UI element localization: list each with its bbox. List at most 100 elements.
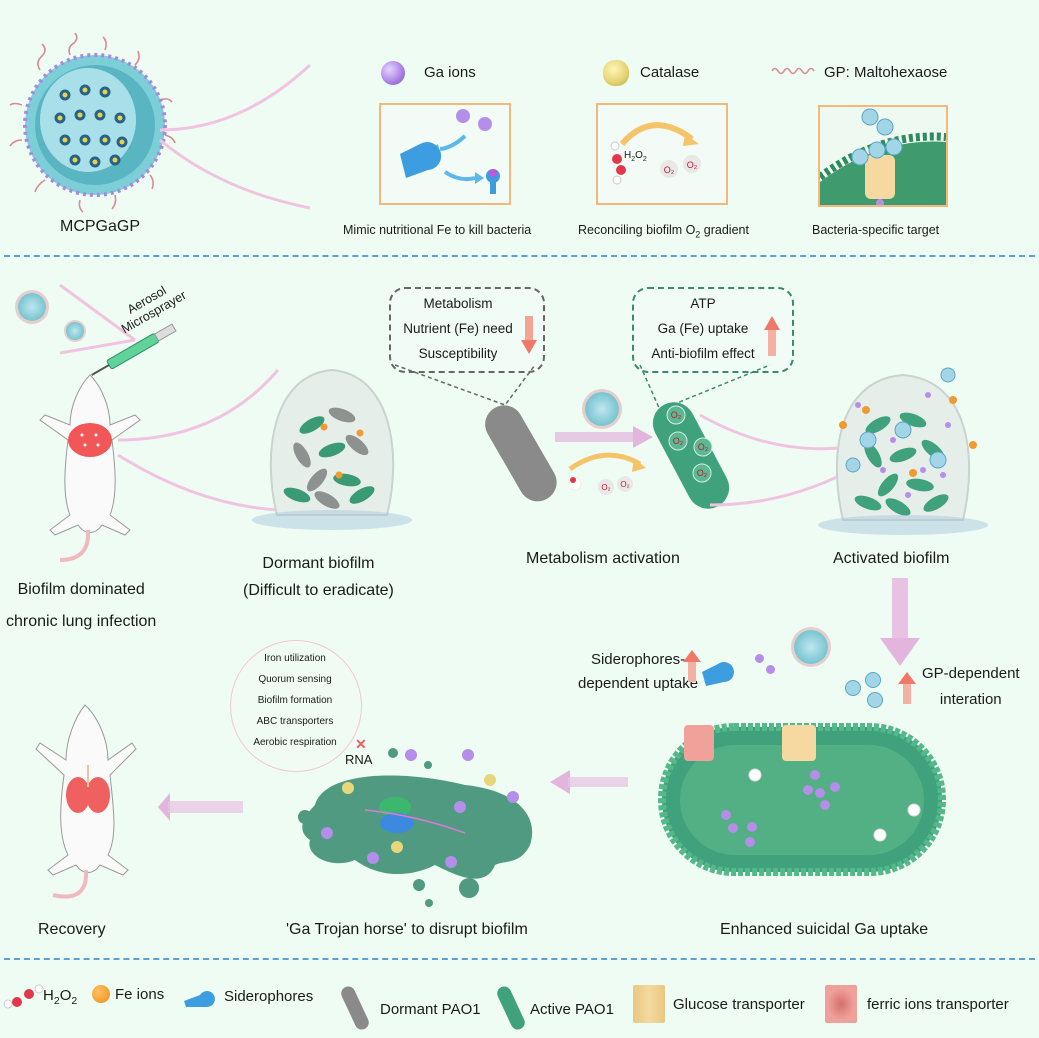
rna-label: RNA: [345, 752, 373, 767]
pathway-item: Quorum sensing: [258, 674, 332, 685]
increase-arrow-icon: [683, 650, 701, 682]
callout-pointer: [394, 364, 536, 406]
mouse-caption: Biofilm dominated chronic lung infection: [6, 574, 156, 638]
nanoparticle-small-icon: [66, 322, 84, 340]
down-arrow-icon: [880, 578, 920, 666]
catalase-icon: [603, 60, 629, 86]
caption-sub: 2: [695, 229, 701, 240]
dormant-bacterium-icon: [485, 405, 557, 502]
h2o2-box-label: H2O2: [624, 150, 647, 163]
connector-lines: [117, 369, 280, 512]
metabolism-activation-caption: Metabolism activation: [526, 550, 680, 567]
active-pao1-icon: [497, 986, 525, 1030]
increase-arrow-icon: [898, 672, 916, 704]
dormant-callout: Metabolism Nutrient (Fe) need Susceptibi…: [389, 287, 545, 373]
zoom-connector: [159, 63, 312, 210]
callout-line: Ga (Fe) uptake: [657, 321, 749, 336]
membrane-transporter-icon: [820, 108, 946, 205]
callout-line: Nutrient (Fe) need: [403, 321, 513, 336]
legend-siderophores: Siderophores: [182, 985, 313, 1008]
legend-label: ferric ions transporter: [867, 995, 1009, 1013]
callout-line: Anti-biofilm effect: [651, 346, 755, 361]
caption-line: Biofilm dominated: [17, 581, 145, 598]
sub: 2: [71, 995, 78, 1007]
callout-line: Metabolism: [423, 296, 493, 311]
decrease-arrow-icon: [521, 316, 537, 354]
glucose-transporter-icon: [633, 985, 665, 1023]
disrupted-bacterium-icon: [298, 748, 533, 907]
legend-ferric: ferric ions transporter: [825, 985, 1009, 1023]
legend-label: Active PAO1: [530, 1000, 614, 1018]
pathway-bubble: [230, 640, 362, 772]
h2o2-molecule-icon: [3, 984, 44, 1009]
label-line: Siderophores-: [590, 651, 686, 668]
pathway-item: Aerobic respiration: [253, 737, 337, 748]
callout-line: ATP: [690, 296, 716, 311]
siderophore-icon: [184, 991, 215, 1008]
left-arrow-icon: [158, 793, 243, 821]
recovery-caption: Recovery: [38, 921, 106, 938]
legend-glucose: Glucose transporter: [633, 985, 805, 1023]
nanoparticle-small-icon: [18, 293, 46, 321]
catalase-legend-label: Catalase: [640, 64, 700, 81]
feature-caption-target: Bacteria-specific target: [812, 223, 940, 237]
activated-biofilm-caption: Activated biofilm: [833, 550, 950, 567]
caption-line: chronic lung infection: [6, 613, 157, 630]
sub: 2: [53, 995, 60, 1007]
caption-line: (Difficult to eradicate): [243, 582, 394, 599]
ga-ion: [766, 665, 775, 674]
label-line: GP-dependent: [922, 665, 1020, 682]
activation-arrow-icon: [555, 426, 653, 448]
dormant-biofilm-icon: [252, 368, 412, 530]
nanoparticle-cluster: [845, 670, 905, 710]
section-divider-top: [4, 255, 1035, 257]
svg-text:O₂: O₂: [671, 410, 682, 420]
section-divider-bottom: [4, 958, 1035, 960]
ferric-transporter-icon: [825, 985, 857, 1023]
siderophore-ga-binding-icon: [400, 109, 500, 194]
maltohexaose-chain-icon: [771, 67, 815, 75]
text: H: [43, 987, 54, 1004]
bacterial-cell-icon: [658, 723, 946, 876]
legend-label: Dormant PAO1: [380, 1000, 481, 1018]
infected-mouse-icon: [39, 374, 141, 562]
aerosol-microsprayer-icon: [91, 323, 177, 376]
legend-label: Fe ions: [115, 985, 165, 1003]
connector-lines: [59, 283, 136, 355]
label-line: dependent uptake: [578, 675, 699, 692]
text: O: [59, 987, 72, 1004]
ga-ions-legend-label: Ga ions: [424, 64, 476, 81]
callout-line: Susceptibility: [418, 346, 498, 361]
activated-biofilm-icon: [818, 367, 988, 535]
dormant-pao1-icon: [341, 986, 369, 1030]
caption-text: Reconciling biofilm O: [578, 223, 696, 237]
increase-arrow-icon: [764, 316, 780, 356]
pathway-item: Biofilm formation: [257, 695, 333, 706]
gp-dependent-label: GP-dependent interation: [922, 661, 1020, 713]
caption-text: gradient: [700, 223, 749, 237]
pathway-list: Iron utilization Quorum sensing Biofilm …: [232, 648, 358, 753]
nanoparticle-small-icon: [585, 392, 619, 426]
legend-h2o2: H2O2: [3, 984, 78, 1009]
nanoparticle-label: MCPGaGP: [60, 218, 141, 235]
catalase-arrow-icon: [568, 452, 646, 472]
legend-label: Glucose transporter: [673, 995, 805, 1013]
svg-text:O₂: O₂: [601, 483, 610, 492]
label-line: interation: [939, 691, 1002, 708]
fe-ion-icon: [92, 985, 110, 1003]
dormant-biofilm-caption: Dormant biofilm (Difficult to eradicate): [243, 550, 394, 604]
svg-text:O₂: O₂: [673, 436, 684, 446]
svg-text:O₂: O₂: [697, 468, 708, 478]
legend-active: Active PAO1: [496, 985, 614, 1033]
svg-text:O₂: O₂: [698, 442, 709, 452]
feature-caption-o2-gradient: Reconciling biofilm O2 gradient: [578, 223, 749, 240]
left-arrow-icon: [550, 770, 628, 794]
trojan-horse-caption: 'Ga Trojan horse' to disrupt biofilm: [286, 921, 528, 938]
catalase-reaction-icon: O₂ O₂: [610, 122, 701, 185]
svg-text:O₂: O₂: [664, 165, 675, 175]
mcpgagp-nanoparticle-icon: [9, 32, 176, 213]
recovered-mouse-icon: [35, 704, 137, 899]
ga-ion-icon: [381, 61, 405, 85]
svg-text:O₂: O₂: [687, 160, 698, 170]
maltohexaose-legend-label: GP: Maltohexaose: [824, 64, 948, 81]
